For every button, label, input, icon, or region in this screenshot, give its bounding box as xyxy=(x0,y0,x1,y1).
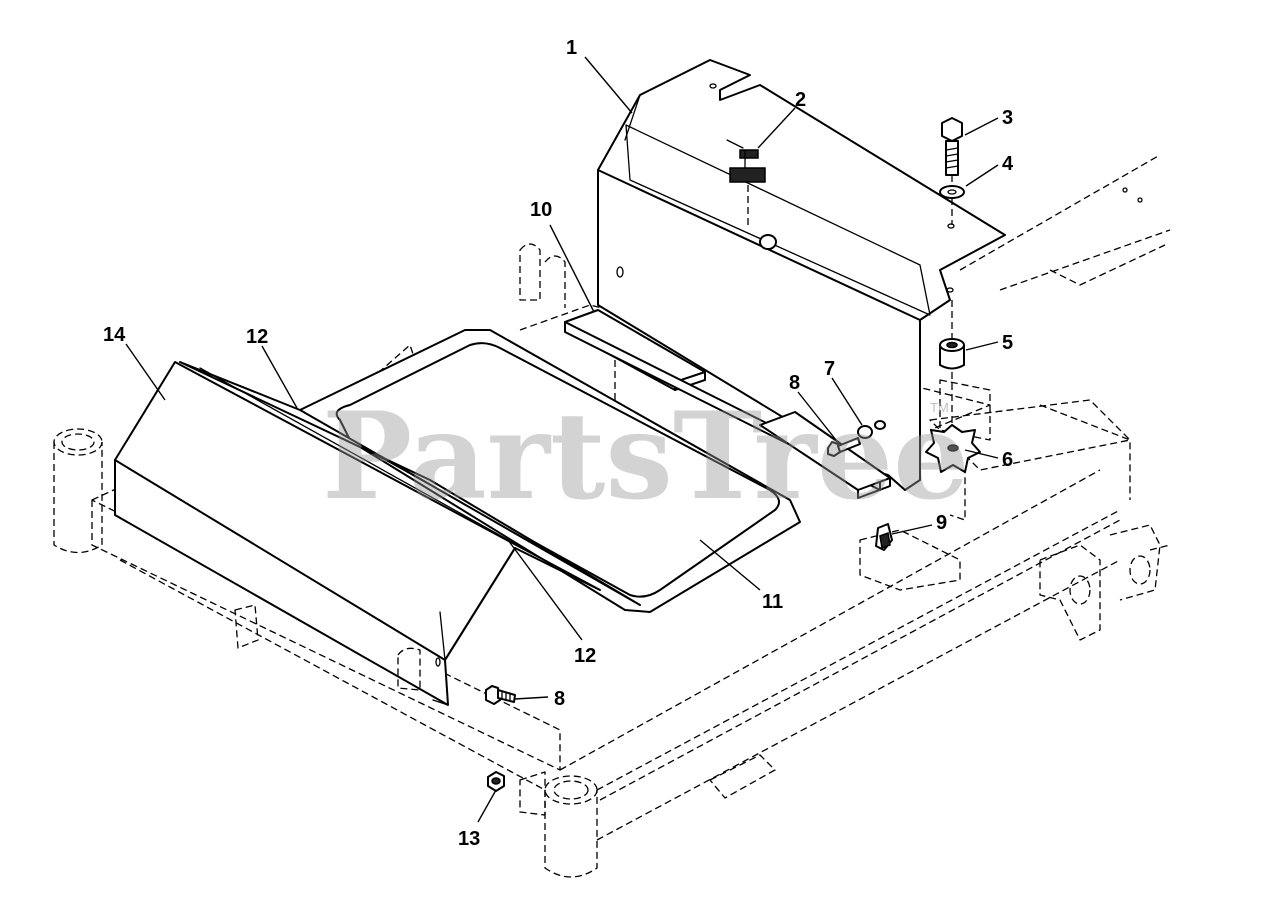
part-11-seat-panel xyxy=(299,329,801,613)
watermark-text: PartsTree xyxy=(322,386,969,527)
callout-14: 14 xyxy=(103,324,126,346)
callout-1: 1 xyxy=(566,37,577,59)
callout-6: 6 xyxy=(1002,449,1013,471)
part-8-bolt-lower xyxy=(485,685,516,705)
part-2-screw xyxy=(726,139,777,250)
callout-4: 4 xyxy=(1002,153,1014,175)
part-13-nut xyxy=(487,771,505,792)
part-1-panel xyxy=(597,59,1006,491)
part-6-knob xyxy=(925,424,981,473)
part-4-washer xyxy=(939,185,965,225)
part-9-clip xyxy=(875,523,893,551)
frame-chassis xyxy=(53,154,1171,878)
part-7-washer xyxy=(857,420,886,439)
callout-12-upper: 12 xyxy=(246,326,268,348)
callout-8-lower: 8 xyxy=(554,688,565,710)
callout-12-lower: 12 xyxy=(574,645,596,667)
callout-8-upper: 8 xyxy=(789,372,800,394)
callout-10: 10 xyxy=(530,199,552,221)
callout-7: 7 xyxy=(824,358,835,380)
part-8-pad xyxy=(759,411,891,499)
callout-3: 3 xyxy=(1002,107,1013,129)
callout-5: 5 xyxy=(1002,332,1013,354)
callouts: 1 2 3 4 5 6 7 8 8 9 10 11 12 12 13 14 xyxy=(103,37,1014,850)
part-3-bolt xyxy=(941,117,963,183)
callout-13: 13 xyxy=(458,828,480,850)
part-14-cover xyxy=(114,361,601,706)
callout-9: 9 xyxy=(936,512,947,534)
part-8-bolt-upper xyxy=(827,437,861,457)
callout-11: 11 xyxy=(762,591,783,613)
watermark-trademark: TM xyxy=(930,400,949,415)
callout-2: 2 xyxy=(795,89,806,111)
part-5-spacer xyxy=(939,300,965,425)
